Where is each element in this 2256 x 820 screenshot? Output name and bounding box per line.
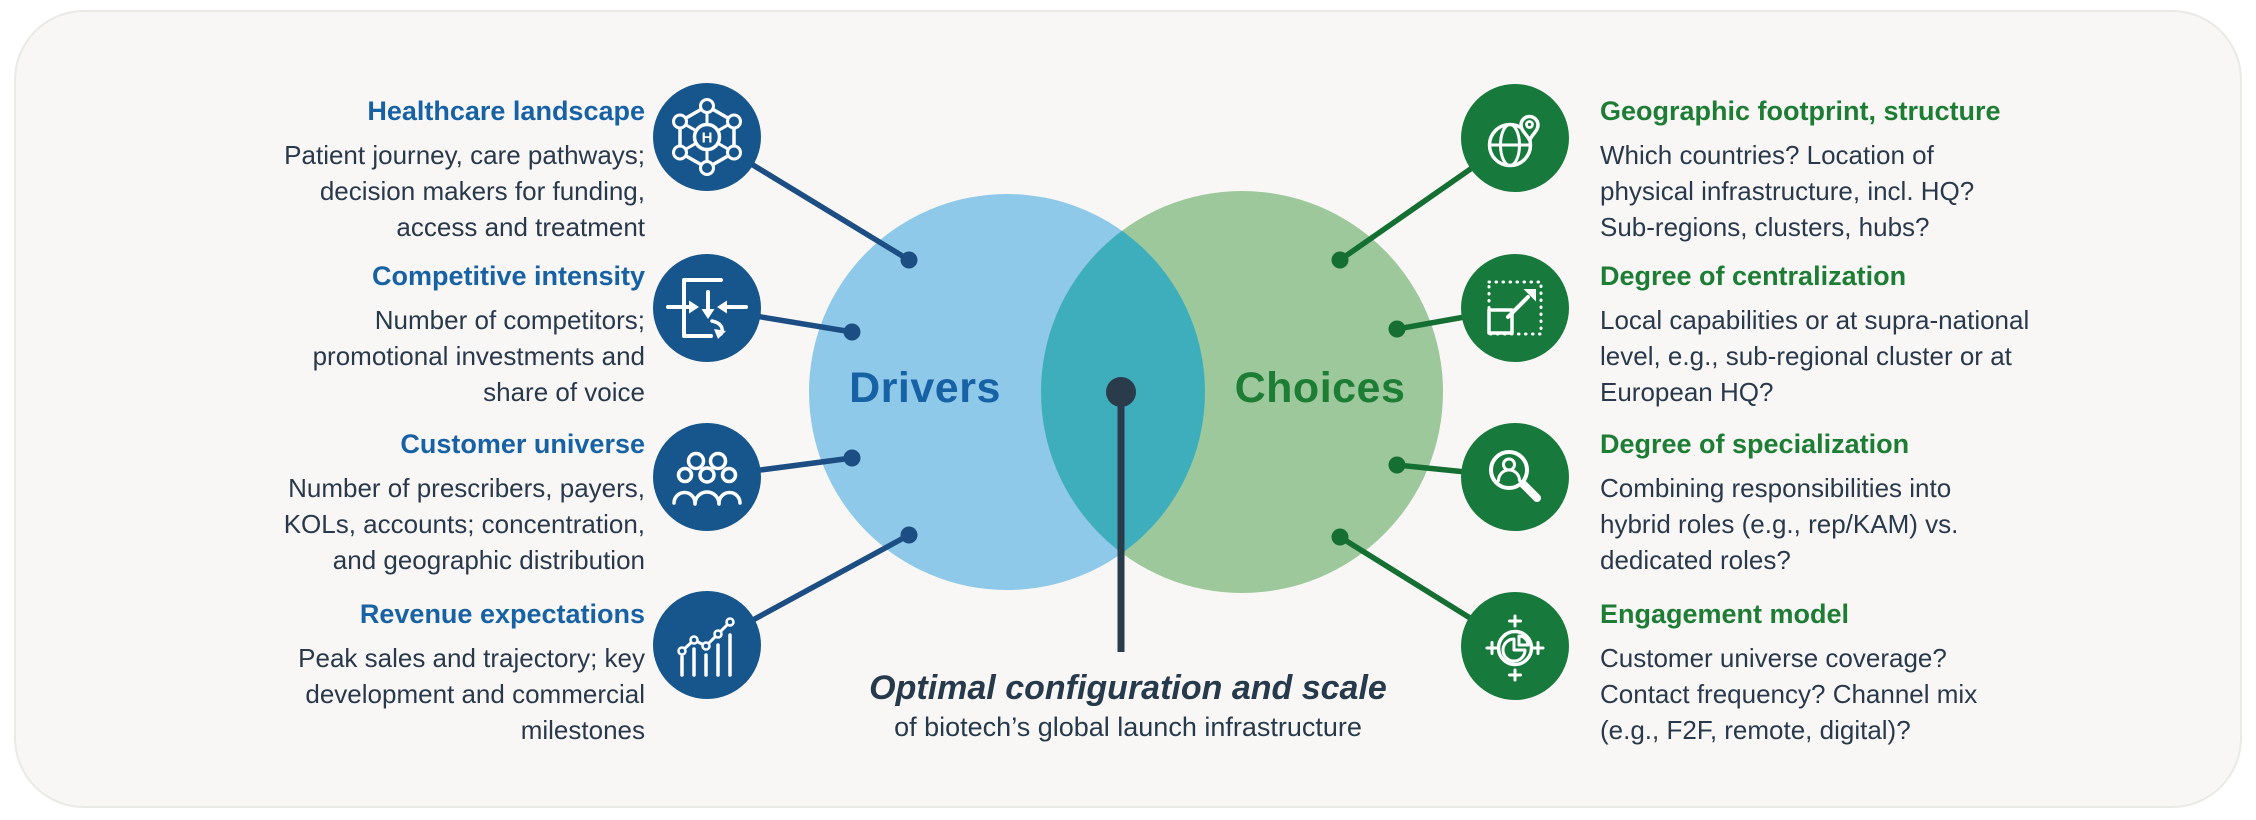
driver-item-competitive-intensity: Competitive intensity Number of competit… [153,260,645,410]
choice-item-engagement-model: Engagement model Customer universe cover… [1600,598,2140,748]
growth-chart-icon [653,591,761,699]
connector-dot [900,251,918,269]
caption-title: Optimal configuration and scale [869,669,1387,707]
driver-item-healthcare-landscape: Healthcare landscape Patient journey, ca… [153,95,645,245]
choices-connector-dots [1331,251,1406,546]
connector-dot [1388,456,1406,474]
driver-item-title: Customer universe [400,429,645,459]
choice-item-body: Local capabilities or at supra-national … [1600,305,2030,407]
driver-item-title: Competitive intensity [371,261,645,291]
choice-item-body: Customer universe coverage? Contact freq… [1600,643,1978,745]
venn-overlap [1041,194,1205,590]
connector-dot [900,526,918,544]
people-group-icon [653,423,761,531]
driver-item-title: Healthcare landscape [367,96,645,126]
magnifier-person-icon [1461,423,1569,531]
driver-item-body: Number of competitors; promotional inves… [312,305,645,407]
pin-caption: Optimal configuration and scale of biote… [768,668,1488,744]
choice-item-degree-of-specialization: Degree of specialization Combining respo… [1600,428,2140,578]
connector-dot [1331,528,1349,546]
converging-arrows-icon [653,254,761,362]
choice-item-degree-of-centralization: Degree of centralization Local capabilit… [1600,260,2140,410]
choice-item-body: Which countries? Location of physical in… [1600,140,1975,242]
connector-dot [843,323,861,341]
globe-pin-icon [1461,84,1569,192]
center-pin [1106,377,1136,652]
connector-dot [843,449,861,467]
driver-item-body: Number of prescribers, payers, KOLs, acc… [283,473,645,575]
choice-item-title: Engagement model [1600,599,1850,629]
choice-item-geographic-footprint: Geographic footprint, structure Which co… [1600,95,2140,245]
hexagon-network-h-icon: H [653,83,761,191]
driver-item-body: Patient journey, care pathways; decision… [284,140,645,242]
target-pie-icon [1461,592,1569,700]
connector-dot [1331,251,1349,269]
choices-label: Choices [1234,364,1406,412]
connector-dot [1388,320,1406,338]
driver-item-title: Revenue expectations [359,599,645,629]
driver-item-customer-universe: Customer universe Number of prescribers,… [153,428,645,578]
driver-item-revenue-expectations: Revenue expectations Peak sales and traj… [153,598,645,748]
choice-item-title: Degree of specialization [1600,429,1910,459]
svg-text:H: H [702,130,713,147]
drivers-connector-dots [843,251,918,544]
choice-item-title: Degree of centralization [1600,261,1907,291]
choice-item-body: Combining responsibilities into hybrid r… [1600,473,1959,575]
expand-square-icon [1461,254,1569,362]
caption-subtitle: of biotech’s global launch infrastructur… [894,712,1362,742]
choice-item-title: Geographic footprint, structure [1600,96,2001,126]
pin-head [1106,377,1136,407]
drivers-label: Drivers [849,364,1001,412]
driver-item-body: Peak sales and trajectory; key developme… [298,643,645,745]
